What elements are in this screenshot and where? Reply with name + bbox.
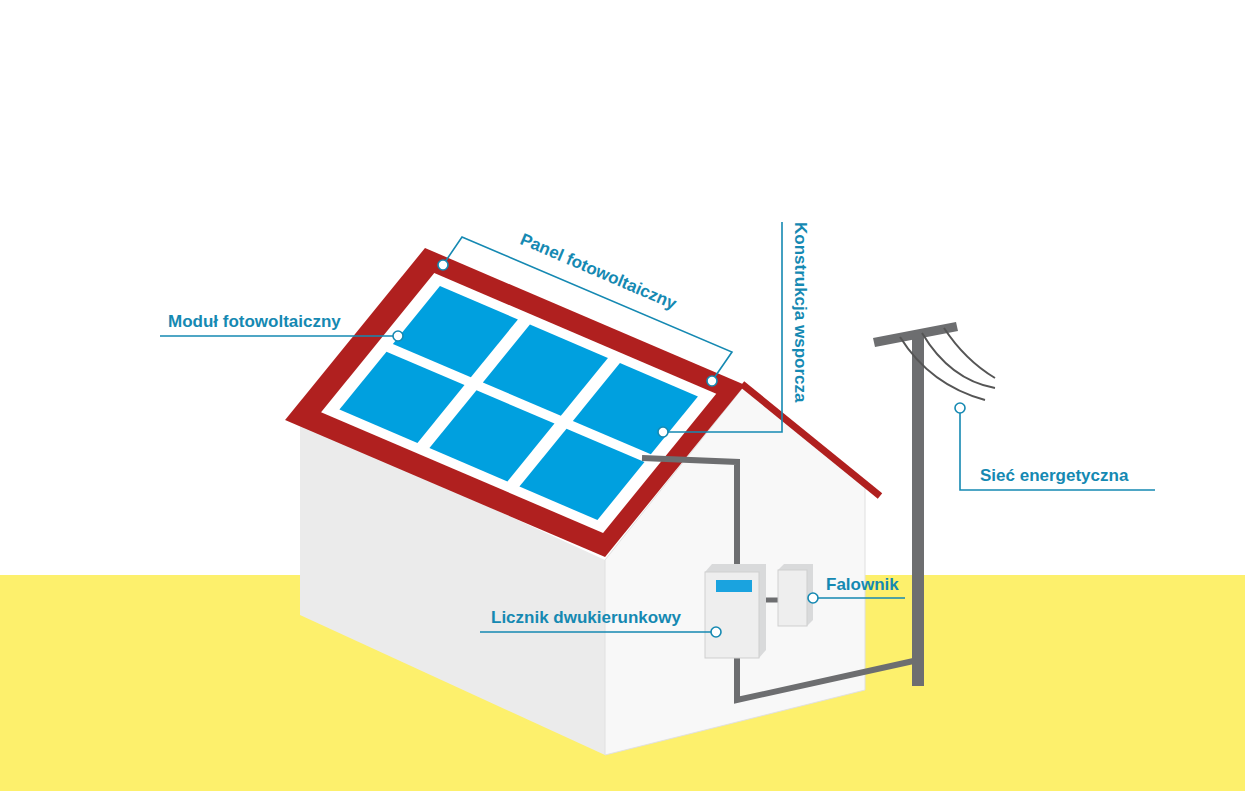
leader-lines: [160, 222, 1155, 632]
part-label: Konstrukcja wsporcza: [790, 222, 810, 402]
sky: [0, 0, 1245, 575]
leader-dot: [393, 331, 403, 341]
leader-dot: [808, 593, 818, 603]
roof-slope: [742, 384, 880, 496]
part-label: Moduł fotowoltaiczny: [168, 312, 341, 332]
power-line: [922, 333, 995, 388]
leader-dot: [438, 260, 448, 270]
grid-cable: [737, 650, 918, 700]
inverter-side: [778, 564, 813, 626]
leader-dot: [707, 376, 717, 386]
leader-dot: [955, 403, 965, 413]
support-structure: [321, 273, 716, 533]
meter-display: [716, 580, 752, 592]
leader-line: [818, 597, 905, 599]
crossarm: [873, 322, 958, 347]
dc-cable: [642, 458, 737, 568]
pv-module: [519, 429, 644, 520]
part-label: Falownik: [826, 575, 899, 595]
power-line: [900, 337, 985, 400]
bidirectional-meter: [705, 572, 759, 658]
leader-dots: [393, 260, 965, 637]
leader-dot: [711, 627, 721, 637]
meter-side: [705, 564, 766, 658]
part-label: Sieć energetyczna: [980, 466, 1128, 486]
inverter: [778, 570, 807, 626]
leader-line: [663, 222, 782, 432]
power-pole: [912, 332, 924, 686]
power-line: [944, 328, 995, 378]
leader-line: [160, 335, 393, 337]
leader-line: [480, 631, 711, 633]
leader-line: [960, 413, 1155, 490]
leader-dot: [658, 427, 668, 437]
part-label: Licznik dwukierunkowy: [491, 608, 681, 628]
